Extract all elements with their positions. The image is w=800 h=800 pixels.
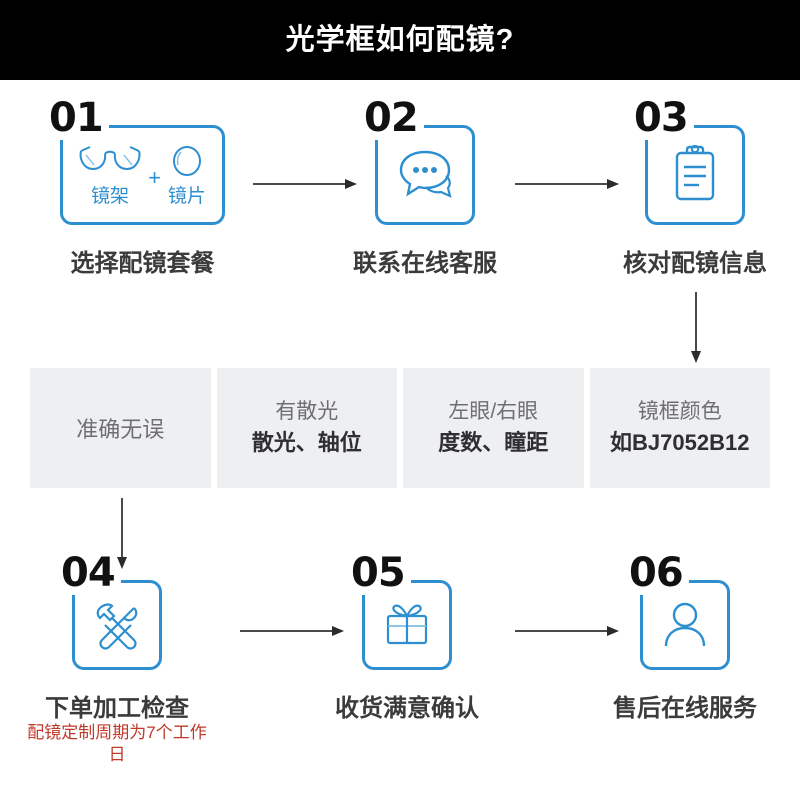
lens-group: 镜片 xyxy=(167,143,207,208)
step-05-caption: 收货满意确认 xyxy=(335,695,479,722)
arrow-step01-to-step02 xyxy=(253,179,357,189)
step-02-number-notch xyxy=(372,114,424,140)
info-cell-2-top: 有散光 xyxy=(275,399,339,423)
step-03-icon-area xyxy=(648,128,742,222)
arrow-step03-to-info-band xyxy=(691,292,701,363)
info-cell-3-top: 左眼/右眼 xyxy=(448,399,539,423)
info-cell-3: 左眼/右眼 度数、瞳距 xyxy=(403,368,584,488)
info-cell-4: 镜框颜色 如BJ7052B12 xyxy=(589,368,770,488)
step-06-caption: 售后在线服务 xyxy=(613,695,757,722)
step-04-icon-area xyxy=(75,583,159,667)
step-card-02[interactable]: 02 联系在线客服 xyxy=(353,98,497,277)
step-03-box: 03 xyxy=(634,98,745,225)
step-02-box: 02 xyxy=(364,98,475,225)
glasses-frame-icon xyxy=(79,145,141,170)
info-cell-1: 准确无误 xyxy=(30,368,211,488)
step-card-03[interactable]: 03 核对配镜信息 xyxy=(623,98,767,277)
step-01-caption: 选择配镜套餐 xyxy=(70,250,215,277)
step-01-icon-area: 镜架 + 镜片 xyxy=(63,128,222,222)
arrow-step02-to-step03 xyxy=(515,179,619,189)
step-04-number-notch xyxy=(69,569,121,595)
step-card-04[interactable]: 04 下单加工检查 配镜定制周期为7个工作日 xyxy=(27,553,206,764)
step-03-caption: 核对配镜信息 xyxy=(623,250,767,277)
clipboard-icon xyxy=(675,145,715,201)
info-cell-1-text: 准确无误 xyxy=(76,417,165,442)
frame-lens-combo: 镜架 + 镜片 xyxy=(78,143,207,208)
plus-separator: + xyxy=(148,164,161,190)
step-06-icon-area xyxy=(643,583,727,667)
frame-group: 镜架 xyxy=(78,143,142,208)
step-card-01[interactable]: 01 镜架 + xyxy=(49,98,225,277)
frame-label: 镜架 xyxy=(91,185,130,207)
step-03-number: 03 xyxy=(634,95,689,141)
info-band: 准确无误 有散光 散光、轴位 左眼/右眼 度数、瞳距 镜框颜色 如BJ7052B… xyxy=(30,368,770,488)
page-title: 光学框如何配镜? xyxy=(285,23,515,56)
step-06-number-notch xyxy=(637,569,689,595)
step-02-number: 02 xyxy=(364,95,419,141)
info-cell-2-bottom: 散光、轴位 xyxy=(251,430,362,456)
user-person-icon xyxy=(664,602,706,647)
step-04-number: 04 xyxy=(61,550,116,596)
step-06-number: 06 xyxy=(629,550,684,596)
step-05-box: 05 xyxy=(351,553,452,670)
step-04-caption: 下单加工检查 xyxy=(45,695,189,722)
info-cell-3-bottom: 度数、瞳距 xyxy=(438,430,549,456)
step-06-box: 06 xyxy=(629,553,730,670)
arrow-info-band-to-step04 xyxy=(117,498,127,569)
step-card-05[interactable]: 05 收货满意确认 xyxy=(335,553,479,722)
gift-box-icon xyxy=(386,604,428,645)
chat-bubbles-icon xyxy=(399,150,452,198)
lens-label: 镜片 xyxy=(167,185,206,207)
step-03-number-notch xyxy=(642,114,694,140)
step-04-box: 04 xyxy=(61,553,162,670)
step-05-icon-area xyxy=(365,583,449,667)
info-cell-4-top: 镜框颜色 xyxy=(637,399,722,423)
step-01-number: 01 xyxy=(49,95,104,141)
step-02-icon-area xyxy=(378,128,472,222)
step-04-note: 配镜定制周期为7个工作日 xyxy=(27,723,207,765)
page-header: 光学框如何配镜? xyxy=(0,0,800,80)
arrow-step05-to-step06 xyxy=(515,626,619,636)
step-01-box: 01 镜架 + xyxy=(49,98,225,225)
step-02-caption: 联系在线客服 xyxy=(353,250,497,277)
step-05-number-notch xyxy=(359,569,411,595)
hammer-wrench-icon xyxy=(96,603,138,650)
step-card-06[interactable]: 06 售后在线服务 xyxy=(613,553,757,722)
info-cell-4-bottom: 如BJ7052B12 xyxy=(610,430,750,456)
lens-icon xyxy=(172,145,201,176)
step-01-number-notch xyxy=(57,114,109,140)
step-05-number: 05 xyxy=(351,550,406,596)
arrow-step04-to-step05 xyxy=(240,626,344,636)
info-cell-2: 有散光 散光、轴位 xyxy=(216,368,397,488)
